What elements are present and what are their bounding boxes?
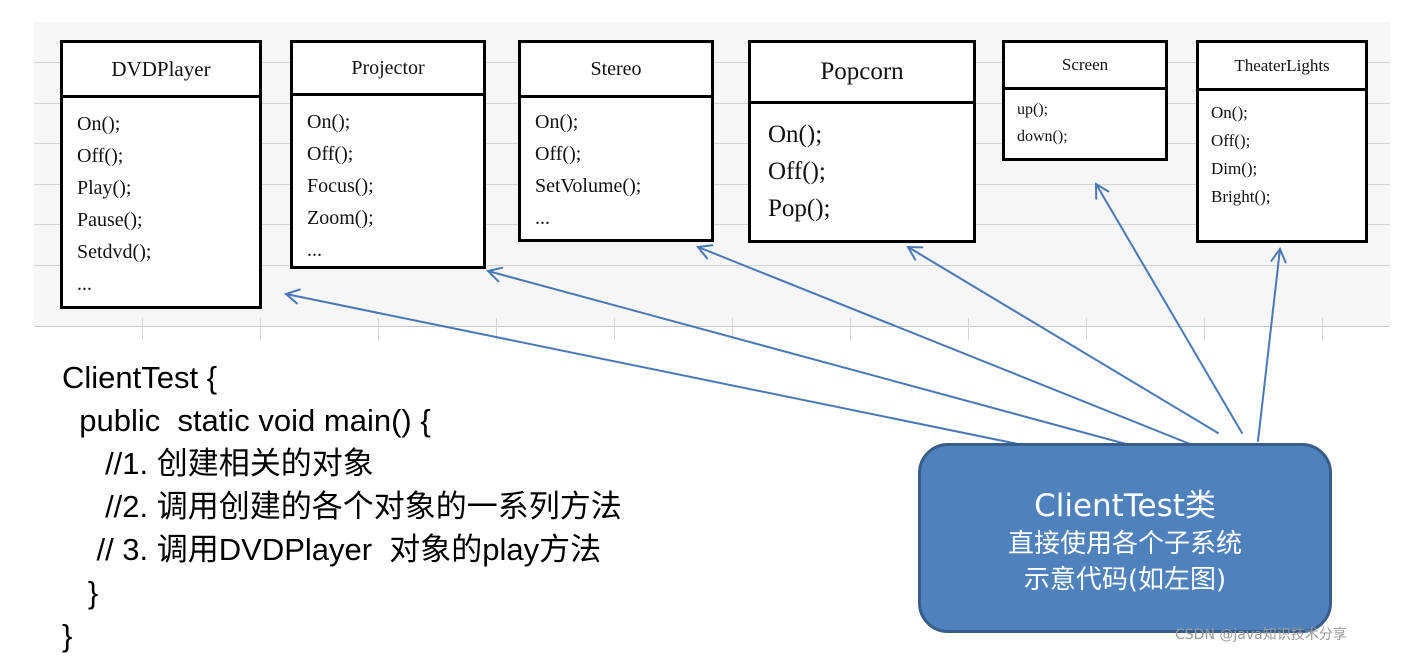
method: Pause(); [77,209,143,231]
method: Play(); [77,177,132,199]
class-name: Screen [1005,43,1165,90]
class-box-stereo: Stereo On(); Off(); SetVolume(); ... [518,40,714,242]
method: On(); [535,111,579,133]
class-name: Popcorn [751,43,973,104]
class-box-projector: Projector On(); Off(); Focus(); Zoom(); … [290,40,486,269]
method: up(); [1017,101,1049,118]
class-box-popcorn: Popcorn On(); Off(); Pop(); [748,40,976,243]
arrowhead [696,244,714,260]
grid-line [34,265,1390,266]
method-list: On(); Off(); SetVolume(); ... [521,98,711,234]
method: ... [77,273,92,295]
grid-tick [260,318,261,340]
code-line: // 3. 调用DVDPlayer 对象的play方法 [62,532,602,567]
method-list: On(); Off(); Focus(); Zoom(); ... [293,96,483,266]
callout-text: 示意代码(如左图) [1023,565,1227,595]
code-line: public static void main() { [62,403,431,438]
method: On(); [1211,103,1248,122]
callout-text: 直接使用各个子系统 [1007,529,1242,559]
grid-tick [496,318,497,340]
method: Off(); [77,145,124,167]
method: ... [307,239,322,261]
method: On(); [768,121,823,148]
arrowhead [1094,182,1110,200]
class-box-theaterlights: TheaterLights On(); Off(); Dim(); Bright… [1196,40,1368,243]
class-box-dvdplayer: DVDPlayer On(); Off(); Play(); Pause(); … [60,40,262,309]
class-name: Stereo [521,43,711,98]
method: down(); [1017,128,1068,145]
method: On(); [307,111,351,133]
arrow-to-projector [487,270,1127,445]
grid-tick [1322,318,1323,340]
method: SetVolume(); [535,175,642,197]
method: Dim(); [1211,159,1258,178]
grid-tick [1204,318,1205,340]
watermark: CSDN @java知识技术分享 [1175,627,1347,643]
grid-tick [732,318,733,340]
method: Focus(); [307,175,374,197]
arrow-to-stereo [697,246,1191,445]
code-line: } [62,618,73,653]
arrow-to-theaterlights [1257,248,1281,442]
client-code-block: ClientTest { public static void main() {… [62,356,622,657]
method-list: On(); Off(); Play(); Pause(); Setdvd(); … [63,98,259,300]
code-line: } [62,575,99,610]
method: Off(); [535,143,582,165]
method: Setdvd(); [77,241,152,263]
arrow-to-screen [1095,183,1243,434]
clienttest-callout: ClientTest类 直接使用各个子系统 示意代码(如左图) [918,443,1332,633]
method: Off(); [1211,131,1251,150]
class-name: TheaterLights [1199,43,1365,91]
method: Zoom(); [307,207,374,229]
method: Pop(); [768,195,831,222]
arrow-to-popcorn [907,246,1219,434]
grid-tick [850,318,851,340]
code-line: //1. 创建相关的对象 [62,446,374,481]
method: Bright(); [1211,187,1271,206]
class-name: DVDPlayer [63,43,259,98]
arrowhead [1270,246,1287,264]
grid-tick [142,318,143,340]
method: ... [535,207,550,229]
arrowhead [906,245,924,261]
class-box-screen: Screen up(); down(); [1002,40,1168,161]
grid-tick [1086,318,1087,340]
grid-line [34,326,1390,327]
grid-tick [378,318,379,340]
grid-tick [968,318,969,340]
grid-tick [614,318,615,340]
method: On(); [77,113,121,135]
class-name: Projector [293,43,483,96]
method: Off(); [307,143,354,165]
method-list: up(); down(); [1005,90,1165,150]
arrow-to-dvdplayer [285,293,1019,445]
method: Off(); [768,158,826,185]
arrowhead [284,288,301,305]
code-line: //2. 调用创建的各个对象的一系列方法 [62,489,622,524]
arrowhead [486,266,504,283]
method-list: On(); Off(); Pop(); [751,104,973,227]
method-list: On(); Off(); Dim(); Bright(); [1199,91,1365,211]
code-line: ClientTest { [62,360,218,395]
callout-title: ClientTest类 [1034,488,1216,524]
